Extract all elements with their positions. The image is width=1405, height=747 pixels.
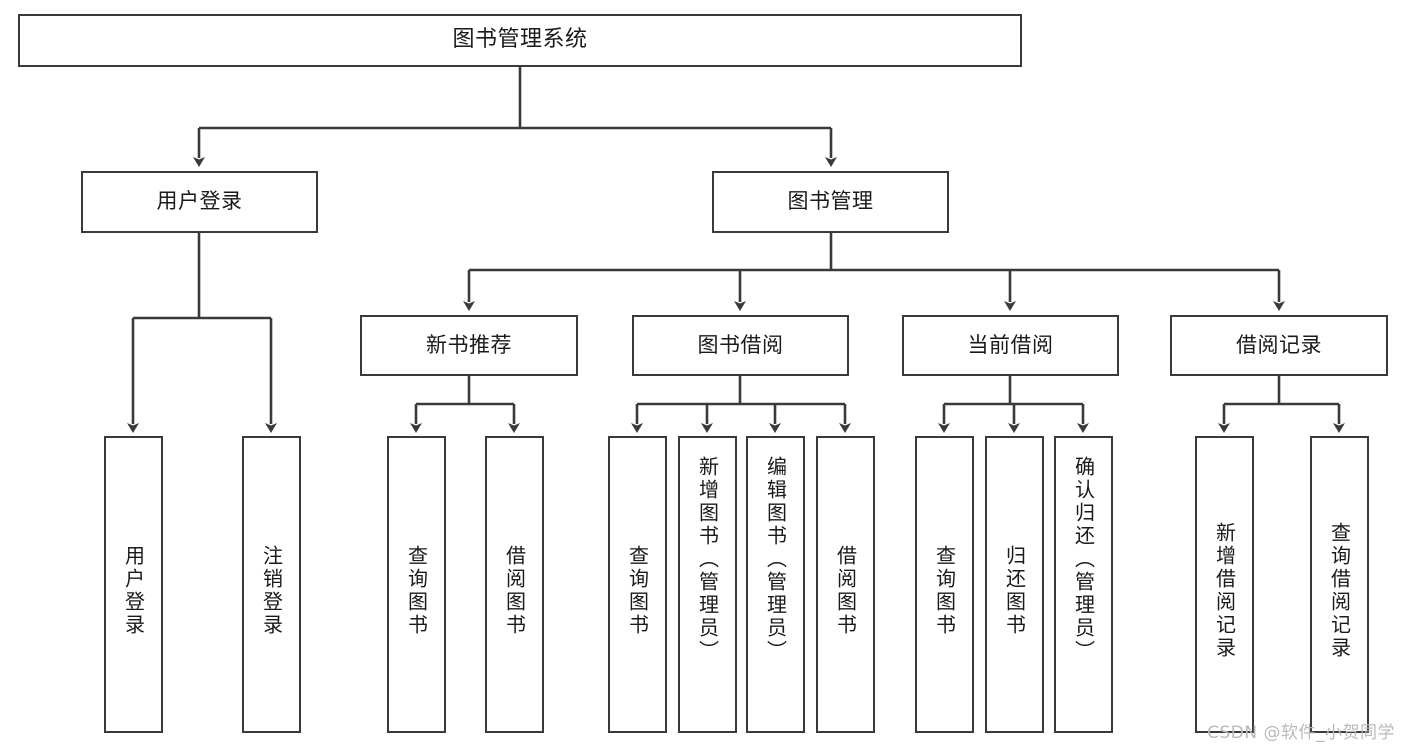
leaf-borrow-borrow-book[interactable]: 借阅图书 — [816, 436, 875, 733]
leaf-current-return-book-label: 归还图书 — [1002, 544, 1027, 637]
node-new-book-recommend-label: 新书推荐 — [426, 332, 512, 357]
leaf-borrow-query-book[interactable]: 查询图书 — [608, 436, 667, 733]
leaf-user-login-logout[interactable]: 注销登录 — [242, 436, 301, 733]
leaf-records-add-record-label: 新增借阅记录 — [1212, 521, 1237, 660]
leaf-borrow-add-book-label: 新增图书（管理员） — [695, 456, 720, 663]
node-root[interactable]: 图书管理系统 — [18, 14, 1022, 67]
node-new-book-recommend[interactable]: 新书推荐 — [360, 315, 578, 376]
leaf-user-login-login-label: 用户登录 — [121, 544, 146, 637]
leaf-current-query-book[interactable]: 查询图书 — [915, 436, 974, 733]
node-current-borrow[interactable]: 当前借阅 — [902, 315, 1119, 376]
node-user-login[interactable]: 用户登录 — [81, 171, 318, 233]
node-root-label: 图书管理系统 — [452, 27, 588, 53]
leaf-new-book-borrow-label: 借阅图书 — [502, 544, 527, 637]
leaf-borrow-borrow-book-label: 借阅图书 — [833, 544, 858, 637]
leaf-records-query-record[interactable]: 查询借阅记录 — [1310, 436, 1369, 733]
csdn-watermark: CSDN @软件_小贺同学 — [1207, 723, 1395, 743]
node-book-management[interactable]: 图书管理 — [712, 171, 949, 233]
node-book-management-label: 图书管理 — [787, 189, 874, 214]
node-user-login-label: 用户登录 — [156, 189, 243, 214]
leaf-records-add-record[interactable]: 新增借阅记录 — [1195, 436, 1254, 733]
leaf-current-query-book-label: 查询图书 — [932, 544, 957, 637]
leaf-new-book-query[interactable]: 查询图书 — [387, 436, 446, 733]
leaf-current-confirm-return[interactable]: 确认归还（管理员） — [1054, 436, 1113, 733]
leaf-borrow-query-book-label: 查询图书 — [625, 544, 650, 637]
leaf-borrow-edit-book[interactable]: 编辑图书（管理员） — [746, 436, 805, 733]
leaf-new-book-query-label: 查询图书 — [404, 544, 429, 637]
node-book-borrow-label: 图书借阅 — [697, 332, 784, 357]
leaf-current-confirm-return-label: 确认归还（管理员） — [1071, 456, 1096, 663]
leaf-records-query-record-label: 查询借阅记录 — [1327, 521, 1352, 660]
node-borrow-records[interactable]: 借阅记录 — [1170, 315, 1388, 376]
node-current-borrow-label: 当前借阅 — [967, 332, 1054, 357]
leaf-current-return-book[interactable]: 归还图书 — [985, 436, 1044, 733]
node-book-borrow[interactable]: 图书借阅 — [632, 315, 849, 376]
node-borrow-records-label: 借阅记录 — [1236, 332, 1322, 357]
leaf-borrow-add-book[interactable]: 新增图书（管理员） — [678, 436, 737, 733]
leaf-user-login-logout-label: 注销登录 — [259, 544, 284, 637]
leaf-user-login-login[interactable]: 用户登录 — [104, 436, 163, 733]
leaf-borrow-edit-book-label: 编辑图书（管理员） — [763, 456, 788, 663]
leaf-new-book-borrow[interactable]: 借阅图书 — [485, 436, 544, 733]
